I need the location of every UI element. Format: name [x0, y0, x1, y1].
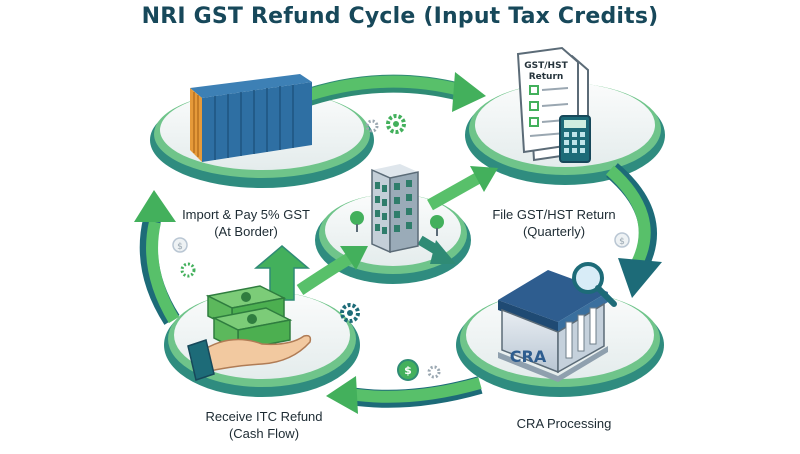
cra-sign: CRA: [510, 347, 547, 366]
arrow-center-to-file: [427, 166, 498, 211]
step-import-line2: (At Border): [214, 224, 278, 239]
coin-icon: $: [614, 232, 630, 248]
step-label-refund: Receive ITC Refund (Cash Flow): [184, 408, 344, 442]
svg-text:$: $: [619, 237, 625, 247]
calculator-icon: [559, 115, 591, 163]
step-import-line1: Import & Pay 5% GST: [182, 207, 310, 222]
gear-icon: [427, 365, 441, 379]
arrow-center-to-cra: [417, 235, 456, 264]
page-title: NRI GST Refund Cycle (Input Tax Credits): [141, 4, 659, 29]
step-refund-line2: (Cash Flow): [228, 426, 300, 441]
step-file-line1: File GST/HST Return: [492, 207, 616, 222]
step-label-file: File GST/HST Return (Quarterly): [484, 206, 624, 240]
arrow-refund-to-center: [296, 246, 368, 295]
gear-icon: [386, 114, 406, 134]
tax-return-document-icon: [516, 46, 591, 163]
office-building-icon: [350, 164, 444, 254]
gear-icon: [180, 262, 196, 278]
gear-icon: [340, 303, 360, 323]
arrow-cra-to-refund: [326, 376, 483, 414]
money-in-hand-icon: [187, 245, 312, 381]
government-building-icon: [498, 262, 617, 382]
shipping-container-icon: [190, 74, 312, 162]
step-label-cra: CRA Processing: [494, 415, 634, 432]
step-refund-line1: Receive ITC Refund: [205, 409, 323, 424]
return-doc-title-line1: GST/HST: [524, 61, 568, 71]
arrow-import-to-file: [297, 72, 486, 112]
svg-text:$: $: [177, 242, 183, 252]
svg-text:$: $: [404, 364, 412, 377]
coin-icon: $: [397, 359, 419, 381]
return-doc-title-line2: Return: [529, 72, 564, 82]
arrow-refund-to-import: [134, 190, 180, 325]
arrow-file-to-cra: [605, 163, 662, 298]
gear-icon: [365, 119, 379, 133]
step-cra-line1: CRA Processing: [516, 416, 612, 431]
coin-icon: $: [172, 237, 188, 253]
magnifier-icon: [572, 262, 617, 307]
step-file-line2: (Quarterly): [522, 224, 586, 239]
step-label-import: Import & Pay 5% GST (At Border): [176, 206, 316, 240]
